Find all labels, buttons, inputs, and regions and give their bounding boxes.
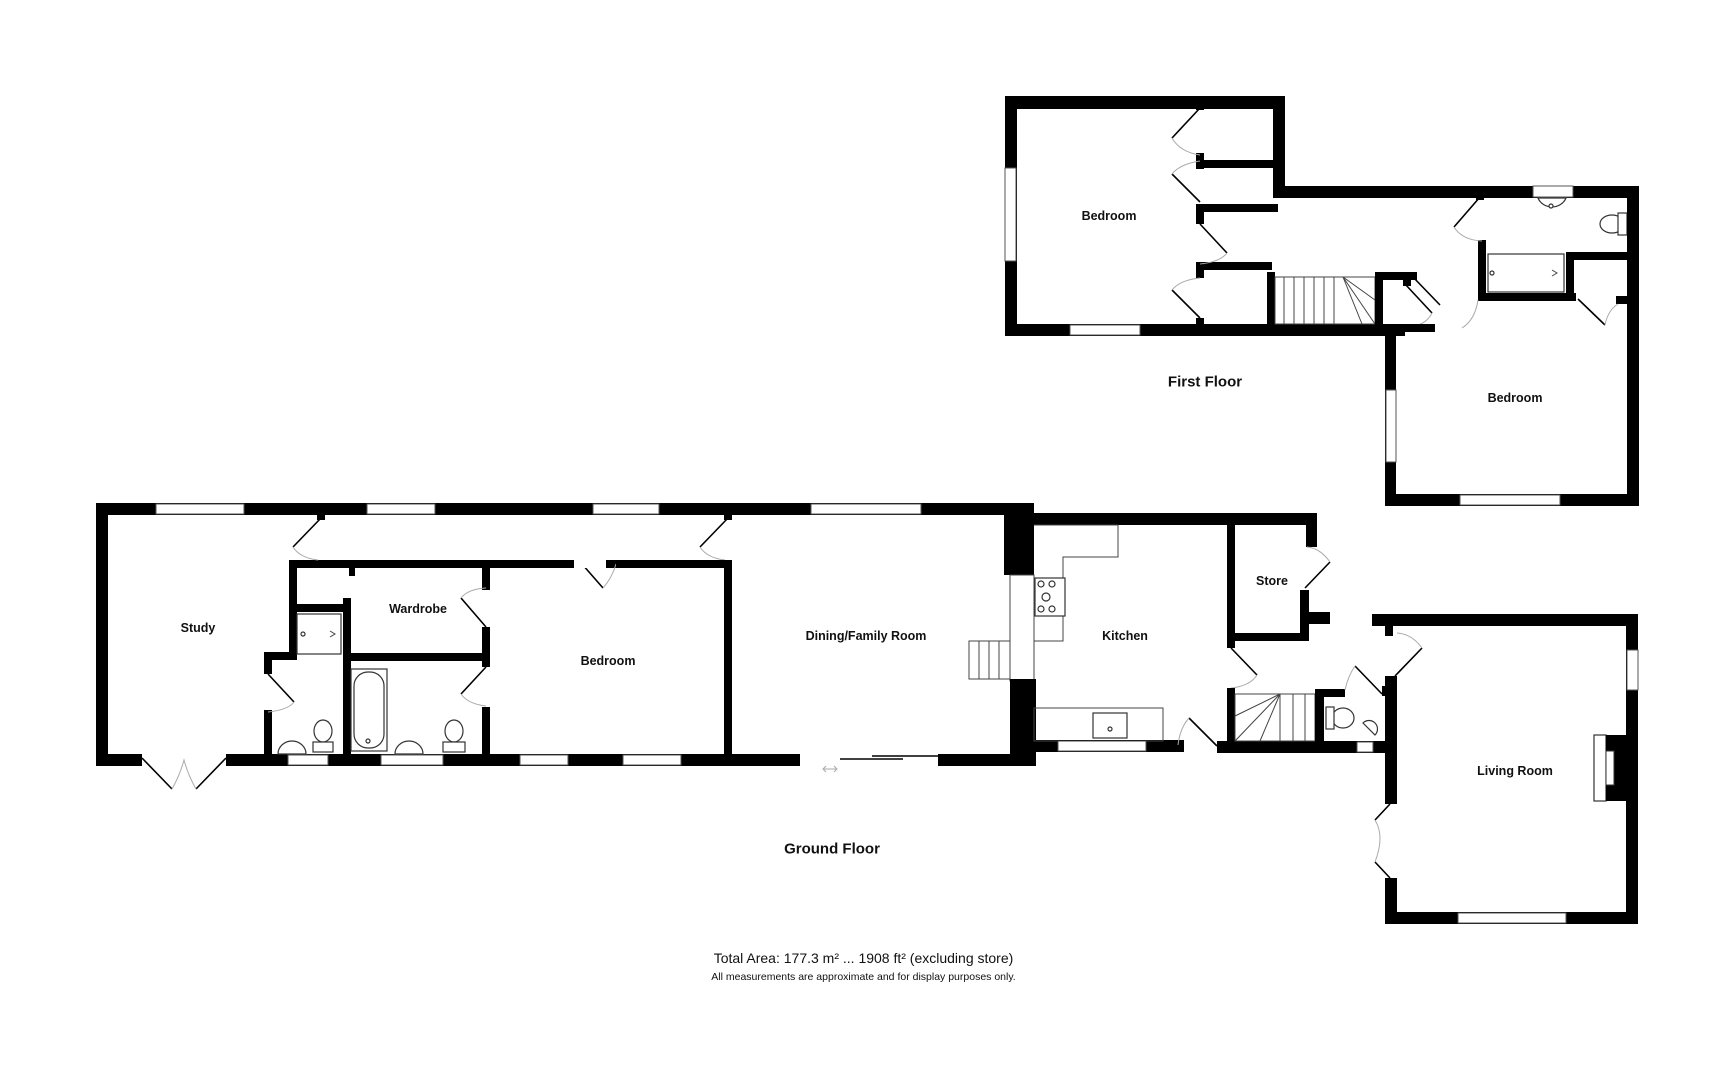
first-floor-plan	[1004, 96, 1639, 506]
room-label-first-bedroom-2: Bedroom	[1487, 391, 1543, 405]
room-label-study: Study	[180, 621, 216, 635]
total-area-text: Total Area: 177.3 m² ... 1908 ft² (exclu…	[713, 950, 1014, 966]
ground-floor-plan	[96, 503, 1639, 924]
room-label-ground-bedroom: Bedroom	[580, 654, 636, 668]
floor-label-ground: Ground Floor	[784, 840, 880, 858]
room-label-first-bedroom-1: Bedroom	[1081, 209, 1137, 223]
room-label-dining-family-room: Dining/Family Room	[805, 629, 927, 643]
floor-label-first: First Floor	[1167, 373, 1243, 391]
room-label-kitchen: Kitchen	[1102, 629, 1148, 643]
disclaimer-text: All measurements are approximate and for…	[711, 971, 1016, 983]
room-label-wardrobe: Wardrobe	[389, 602, 447, 616]
room-label-store: Store	[1256, 574, 1288, 588]
room-label-living-room: Living Room	[1477, 764, 1553, 778]
